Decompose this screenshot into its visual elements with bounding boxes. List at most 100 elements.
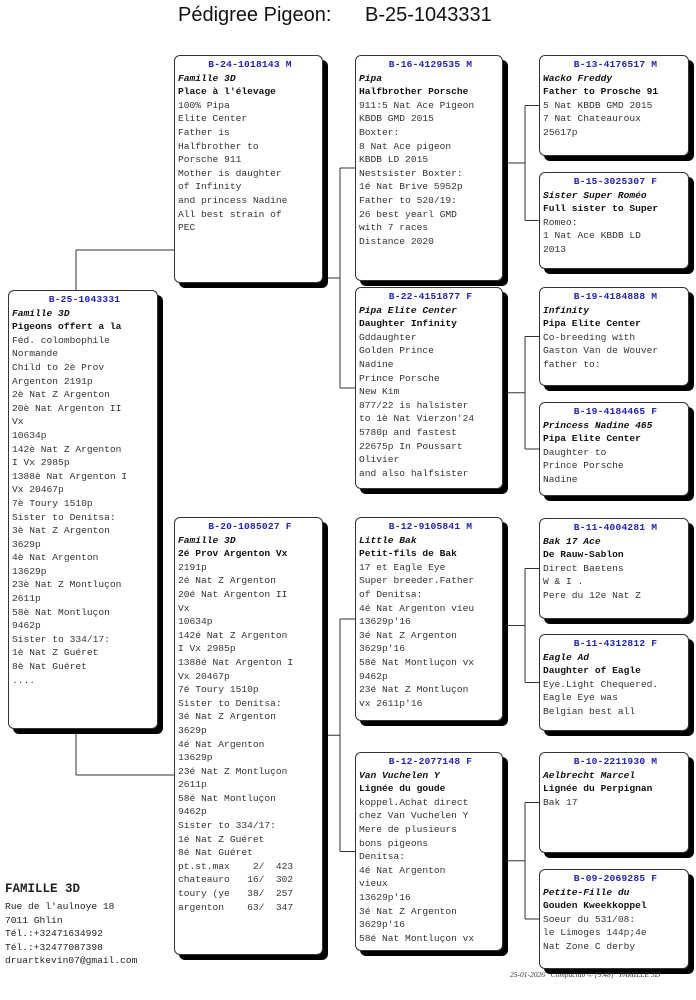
pigeon-note-line: Sister to Denitsa:: [178, 697, 282, 709]
pigeon-note-line: bons pigeons: [359, 837, 429, 849]
pigeon-note-line: 3629p: [12, 538, 41, 550]
pigeon-note-line: Elite Center: [178, 113, 248, 125]
pigeon-note-line: 3629p: [178, 724, 207, 736]
pigeon-note-line: argenton 63/ 347: [178, 901, 294, 913]
pigeon-note-line: 9462p: [178, 806, 207, 818]
pigeon-note-line: 8 Nat Ace pigeon: [359, 140, 452, 152]
pigeon-note-line: 2é Nat Z Argenton: [178, 575, 276, 587]
pigeon-note-line: Nadine: [359, 358, 394, 370]
pigeon-note-line: Direct Baetens: [543, 562, 624, 574]
pigeon-subtitle: Pipa Elite Center: [543, 318, 641, 330]
pigeon-note-line: 25617p: [543, 126, 578, 138]
pigeon-note-line: I Vx 2985p: [178, 643, 236, 655]
pigeon-note-line: Prince Porsche: [359, 372, 440, 384]
pigeon-ring-number: B-25-1043331: [48, 294, 121, 305]
pigeon-note-line: Soeur du 531/08:: [543, 913, 636, 925]
pigeon-note-line: 26 best yearl GMD: [359, 208, 457, 220]
pigeon-note-line: 7 Nat Chateauroux: [543, 113, 641, 125]
pigeon-note-line: Vx 20467p: [12, 484, 64, 496]
pigeon-note-line: Olivier: [359, 454, 400, 466]
footer-print-info: 25-01-2026 Compuclub © [9.48] FAMILLE 3D: [510, 970, 661, 979]
pigeon-note-line: All best strain of: [178, 208, 282, 220]
owner-address: Rue de l'aulnoye 18: [5, 901, 115, 912]
pigeon-note-line: 58é Nat Montluçon vx: [359, 932, 475, 944]
pigeon-note-line: toury (ye 38/ 257: [178, 888, 294, 900]
pigeon-note-line: chez Van Vuchelen Y: [359, 810, 469, 822]
pigeon-note-line: 9462p: [12, 620, 41, 632]
owner-phone-1: Tél.:+32471634992: [5, 928, 103, 940]
pigeon-note-line: vieux: [359, 878, 388, 890]
pigeon-note-line: le Limoges 144p;4e: [543, 927, 647, 939]
pigeon-note-line: 1è Nat Z Guéret: [12, 647, 99, 659]
pigeon-subtitle: Daughter Infinity: [359, 318, 457, 330]
pigeon-note-line: KBDB GMD 2015: [359, 113, 434, 125]
pigeon-subtitle: Petit-fils de Bak: [359, 548, 457, 560]
pigeon-ring-number: B-15-3025307 F: [573, 176, 658, 187]
pigeon-note-line: vx 2611p'16: [359, 697, 423, 709]
pigeon-ring-number: B-12-2077148 F: [388, 756, 473, 767]
pigeon-note-line: Mere de plusieurs: [359, 823, 457, 835]
pigeon-note-line: 3629p'16: [359, 919, 406, 931]
pigeon-note-line: Golden Prince: [359, 345, 434, 357]
pigeon-note-line: 2013: [543, 243, 567, 255]
pigeon-note-line: 5 Nat KBDB GMD 2015: [543, 99, 653, 111]
pigeon-note-line: 22675p In Poussart: [359, 440, 463, 452]
pigeon-note-line: 10634p: [12, 429, 47, 441]
pigeon-note-line: 10634p: [178, 616, 213, 628]
pigeon-note-line: Nadine: [543, 473, 578, 485]
pigeon-note-line: 58è Nat Montluçon: [12, 606, 110, 618]
pigeon-name: Pipa: [359, 72, 383, 84]
pigeon-ring-number: B-20-1085027 F: [208, 521, 292, 532]
pigeon-note-line: Gaston Van de Wouver: [543, 345, 659, 357]
pigeon-note-line: koppel.Achat direct: [359, 796, 469, 808]
pigeon-note-line: 4é Nat Argenton: [359, 864, 446, 876]
pigeon-note-line: Romeo:: [543, 216, 578, 228]
owner-phone-2: Tél.:+32477087398: [5, 941, 103, 953]
owner-block: FAMILLE 3D Rue de l'aulnoye 18 7011 Ghli…: [5, 882, 137, 968]
pigeon-note-line: Eye.Light Chequered.: [543, 678, 659, 690]
pigeon-note-line: 58é Nat Montluçon: [178, 792, 276, 804]
pigeon-ring-number: B-12-9105841 M: [388, 521, 473, 532]
pigeon-note-line: 13629p: [12, 565, 47, 577]
pigeon-note-line: of Infinity: [178, 181, 242, 193]
pigeon-note-line: ....: [12, 674, 36, 686]
pigeon-subtitle: Lignée du goude: [359, 783, 446, 795]
pigeon-subtitle: Place à l'élevage: [178, 86, 276, 98]
pigeon-note-line: Argenton 2191p: [12, 375, 93, 387]
pigeon-name: Aelbrecht Marcel: [543, 769, 636, 781]
pigeon-name: Eagle Ad: [543, 651, 590, 663]
pigeon-note-line: 7é Toury 1510p: [178, 684, 259, 696]
pigeon-subtitle: Gouden Kweekkoppel: [543, 900, 647, 912]
pigeon-ring-number: B-19-4184465 F: [573, 406, 658, 417]
pigeon-note-line: 2è Nat Z Argenton: [12, 389, 110, 401]
pigeon-note-line: Daughter to: [543, 446, 607, 458]
pigeon-note-line: Prince Porsche: [543, 460, 624, 472]
pigeon-note-line: 4é Nat Argenton vieu: [359, 602, 475, 614]
pigeon-name: Famille 3D: [178, 72, 236, 84]
pigeon-card: B-24-1018143 M Famille 3D Place à l'élevag…: [174, 55, 323, 283]
pigeon-note-line: PEC: [178, 222, 196, 234]
pigeon-name: Famille 3D: [178, 534, 236, 546]
pigeon-note-line: pt.st.max 2/ 423: [178, 860, 294, 872]
pigeon-note-line: 3é Nat Z Argenton: [359, 905, 457, 917]
pigeon-subtitle: Pipa Elite Center: [543, 433, 641, 445]
pigeon-note-line: 1é Nat Brive 5952p: [359, 181, 463, 193]
pigeon-ring-number: B-19-4184888 M: [573, 291, 658, 302]
pigeon-note-line: of Denitsa:: [359, 588, 423, 600]
pigeon-note-line: KBDB LD 2015: [359, 154, 429, 166]
pigeon-name: Petite-Fille du: [543, 886, 630, 898]
pigeon-note-line: 911:5 Nat Ace Pigeon: [359, 99, 475, 111]
pigeon-ring-number: B-24-1018143 M: [208, 59, 292, 70]
